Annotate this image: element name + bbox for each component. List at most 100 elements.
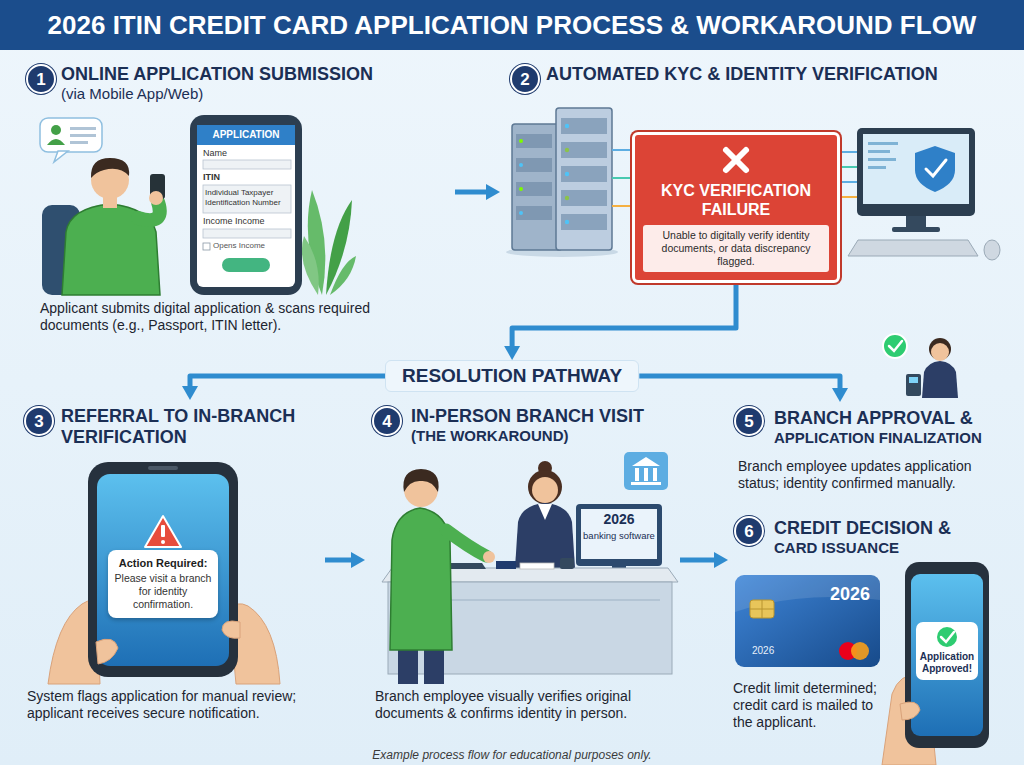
server-slot: [561, 166, 607, 182]
error-x-stroke: [726, 150, 746, 170]
diagram-title: 2026 ITIN CREDIT CARD APPLICATION PROCES…: [48, 10, 977, 40]
step-heading: ONLINE APPLICATION SUBMISSION: [61, 64, 451, 85]
error-heading: KYC VERIFICATION FAILURE: [643, 181, 829, 219]
step-number: 6: [744, 523, 753, 540]
notification-card: Action Required:Please visit a branch fo…: [108, 550, 218, 618]
phone-screen: [911, 574, 983, 736]
person-hand: [149, 191, 163, 205]
chat-line: [70, 134, 96, 137]
screen-year: 2026: [581, 511, 657, 527]
phone-speaker: [148, 466, 178, 470]
heading-group: CREDIT DECISION &CARD ISSUANCE: [774, 518, 1009, 557]
desk-monitor-screen: [581, 509, 657, 559]
step-panel: REFERRAL TO IN-BRANCH VERIFICATIONSystem…: [15, 400, 325, 740]
server-slot: [516, 134, 552, 148]
step-number-circle: 4: [372, 406, 402, 436]
monitor-base: [892, 227, 940, 232]
code-line: [868, 142, 898, 145]
chat-bubble: [40, 118, 102, 152]
checkbox-label: Opens Income: [213, 241, 291, 251]
visitor-arm: [446, 530, 486, 556]
form-field-label: ITIN: [203, 172, 283, 183]
arrowhead: [182, 386, 198, 400]
flow-arrow: [504, 283, 736, 360]
connector-line: [190, 376, 385, 388]
form-field-value: Individual Taxpayer Identification Numbe…: [205, 188, 289, 208]
step-panel: BRANCH APPROVAL &APPLICATION FINALIZATIO…: [728, 402, 1013, 502]
server-rack: [512, 124, 562, 250]
description-group: Applicant submits digital application & …: [40, 300, 440, 334]
phone-body: [88, 462, 238, 677]
card-year: 2026: [790, 584, 870, 604]
step-description: Branch employee visually verifies origin…: [375, 688, 675, 722]
check-mark: [889, 341, 902, 351]
bank-column: [635, 468, 639, 481]
phone-body: [190, 115, 302, 295]
connector-line: [639, 376, 840, 390]
description-group: Branch employee visually verifies origin…: [375, 688, 675, 722]
employee-hair: [929, 338, 951, 360]
description-group: System flags application for manual revi…: [27, 688, 322, 722]
monitor-screen: [863, 134, 969, 204]
notification-message: Please visit a branch for identity confi…: [114, 572, 212, 611]
error-x-icon: [719, 143, 753, 177]
employee-face: [931, 343, 949, 361]
screen-caption: banking software: [581, 530, 657, 541]
chat-line: [70, 141, 88, 144]
card-chip: [750, 600, 774, 618]
step-heading: CREDIT DECISION &: [774, 518, 1009, 539]
arrowhead: [714, 552, 728, 568]
monitor-stand: [906, 216, 926, 228]
card-issuance-illustration: [735, 562, 989, 765]
connector-line: [455, 190, 488, 195]
chat-line: [70, 127, 96, 130]
heading-group: BRANCH APPROVAL &APPLICATION FINALIZATIO…: [774, 408, 1009, 447]
step-description: System flags application for manual revi…: [27, 688, 322, 722]
form-checkbox: [203, 243, 210, 250]
employee-blazer: [922, 361, 958, 398]
server-led: [565, 196, 569, 200]
step-description: Branch employee updates application stat…: [738, 458, 1008, 492]
code-line: [868, 150, 890, 153]
visitor-hand: [483, 551, 495, 563]
card-terminal: [906, 374, 921, 396]
step-number-circle: 1: [26, 64, 56, 94]
chip-lines: [750, 600, 774, 618]
step-subheading: (via Mobile App/Web): [61, 85, 451, 103]
title-bar: 2026 ITIN CREDIT CARD APPLICATION PROCES…: [0, 0, 1024, 50]
step-subheading: APPLICATION FINALIZATION: [774, 429, 1009, 447]
error-box: KYC VERIFICATION FAILURE Unable to digita…: [632, 132, 840, 283]
heading-group: AUTOMATED KYC & IDENTITY VERIFICATION: [546, 64, 1009, 85]
arrowhead: [832, 388, 848, 402]
bank-column: [653, 468, 657, 481]
bank-roof: [632, 457, 660, 466]
step-number-circle: 3: [24, 406, 54, 436]
approval-message: Application Approved!: [917, 651, 977, 675]
description-group: Credit limit determined; credit card is …: [733, 680, 893, 731]
step-description: Credit limit determined; credit card is …: [733, 680, 893, 731]
flow-arrow: [680, 552, 728, 568]
form-field-label: Name: [203, 148, 283, 159]
credit-card: [735, 575, 880, 667]
chat-bubble-tail: [54, 151, 68, 162]
step-heading: AUTOMATED KYC & IDENTITY VERIFICATION: [546, 64, 1009, 85]
step-number-circle: 2: [510, 64, 540, 94]
step-subheading: CARD ISSUANCE: [774, 539, 1009, 557]
server-led: [519, 211, 523, 215]
monitor: [857, 128, 975, 216]
step-number-circle: 6: [734, 516, 764, 546]
bank-column: [644, 468, 648, 481]
visitor-hair: [403, 469, 438, 492]
employee-blazer: [515, 503, 575, 568]
step-number: 3: [34, 413, 43, 430]
form-title: APPLICATION: [197, 129, 295, 141]
step-description: Applicant submits digital application & …: [40, 300, 440, 334]
plant-leaf: [330, 256, 356, 295]
arrowhead: [486, 184, 500, 200]
server-led: [519, 187, 523, 191]
connector-line: [325, 558, 353, 563]
shield-icon: [915, 146, 955, 192]
bank-icon: [624, 452, 668, 490]
error-message: Unable to digitally verify identity docu…: [643, 225, 829, 272]
